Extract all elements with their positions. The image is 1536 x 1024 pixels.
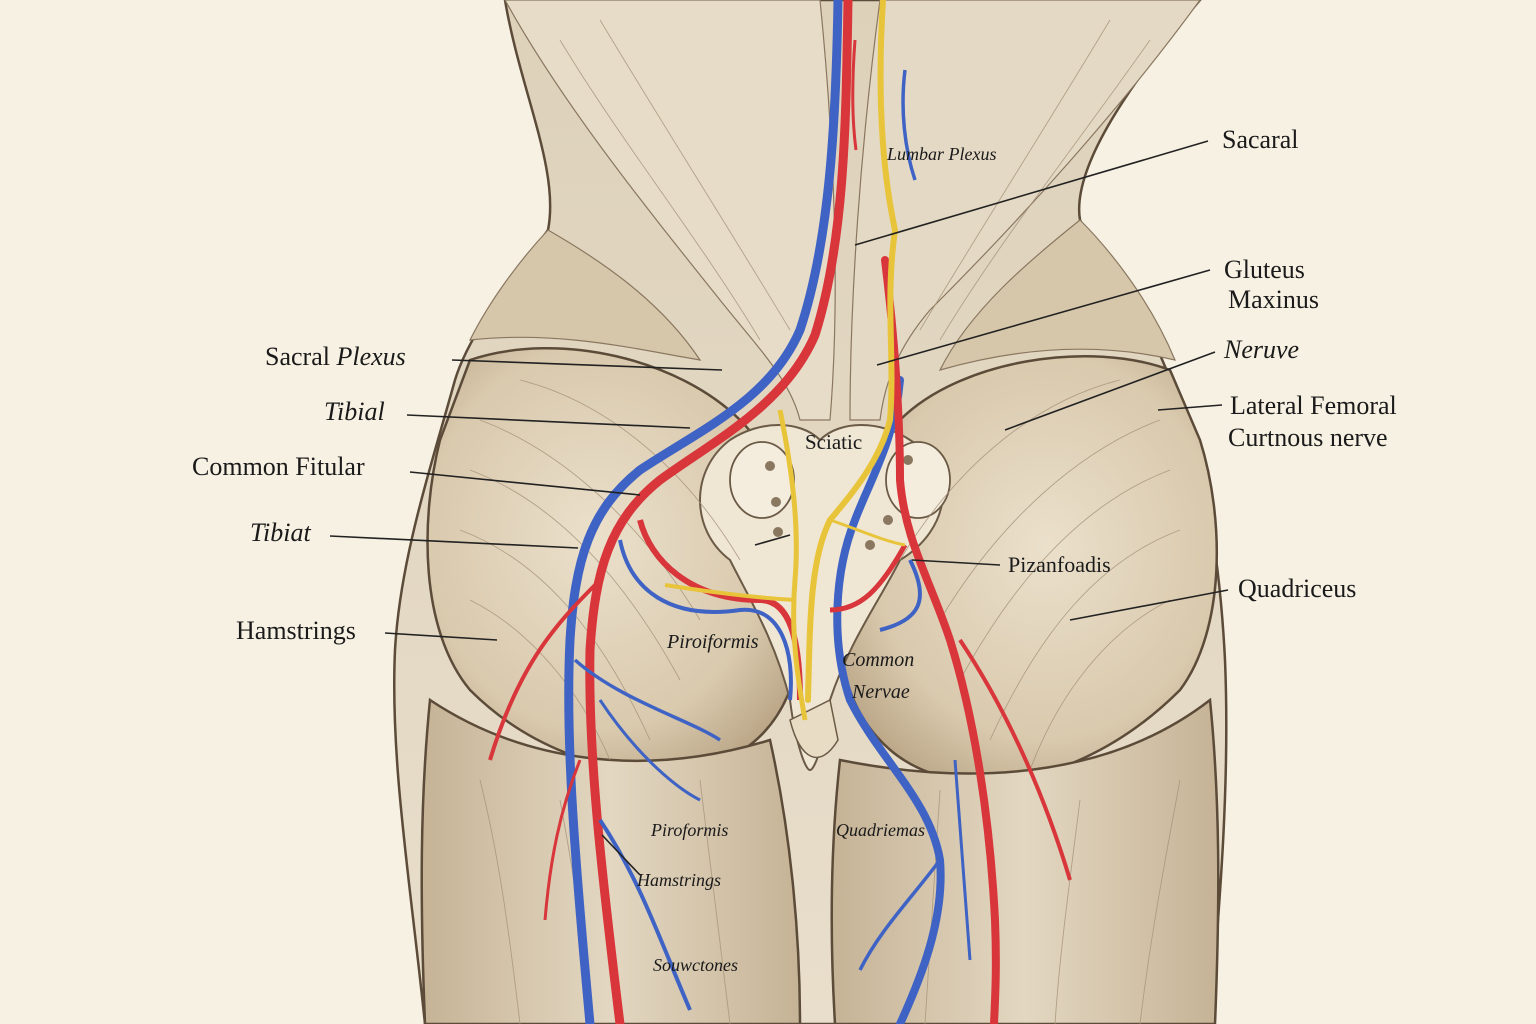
- leader-pizanfoadis: [911, 559, 1001, 566]
- label-hamstrings-lower: Hamstrings: [637, 870, 722, 890]
- leader-tibiat: [329, 535, 579, 549]
- label-hamstrings: Hamstrings: [236, 616, 356, 645]
- leader-gluteus: [876, 269, 1211, 366]
- label-sacral-word: Sacral: [265, 342, 337, 371]
- leader-hamstrings: [384, 632, 498, 641]
- leader-sacaral: [854, 140, 1209, 246]
- label-gluteus-line1: Gluteus: [1224, 255, 1305, 284]
- label-sacral-plexus-text: Sacral Plexus: [265, 342, 406, 371]
- label-piroiformis: Piroiformis: [667, 631, 759, 653]
- leader-lateral: [1157, 404, 1223, 411]
- label-plexus-word: Plexus: [336, 342, 406, 371]
- label-lateral-line2: Curtnous nerve: [1228, 423, 1388, 452]
- label-piroformis-lower: Piroformis: [651, 820, 729, 840]
- label-lumbar-plexus: Lumbar Plexus: [887, 144, 997, 164]
- label-common-fitular: Common Fitular: [192, 452, 365, 481]
- left-artery: [585, 0, 853, 1024]
- leader-sacral-plexus: [451, 359, 723, 371]
- left-vein: [564, 0, 843, 1024]
- label-tibiat: Tibiat: [250, 518, 311, 547]
- label-quadriceus: Quadriceus: [1238, 574, 1357, 603]
- label-souwctones: Souwctones: [653, 955, 738, 975]
- sciatic-nerve: [805, 0, 899, 703]
- label-sacral-plexus: Sacral Plexus: [265, 341, 406, 372]
- label-common-line1: Common: [842, 649, 915, 671]
- leader-lines: [329, 140, 1229, 876]
- label-neruve: Neruve: [1224, 335, 1300, 364]
- leader-neruve: [1004, 351, 1216, 431]
- label-quadriemas: Quadriemas: [836, 820, 925, 840]
- label-sacaral: Sacaral: [1222, 125, 1299, 154]
- right-artery: [881, 256, 1000, 1024]
- leader-quadriceus: [1069, 589, 1229, 621]
- leader-tibial: [406, 414, 691, 429]
- leader-hamstrings-lower: [601, 834, 641, 876]
- label-common-line2: Nervae: [852, 681, 910, 703]
- label-gluteus-line2: Maxinus: [1228, 285, 1319, 314]
- label-sciatic: Sciatic: [805, 430, 863, 454]
- right-vein: [833, 376, 945, 1024]
- label-lateral-line1: Lateral Femoral: [1230, 391, 1397, 420]
- left-gluteus: [426, 346, 804, 773]
- leader-sciatic: [754, 534, 791, 546]
- leader-common-fitular: [409, 471, 641, 496]
- label-tibial: Tibial: [324, 397, 385, 426]
- left-thigh: [420, 697, 802, 1024]
- label-pizanfoadis: Pizanfoadis: [1008, 552, 1111, 577]
